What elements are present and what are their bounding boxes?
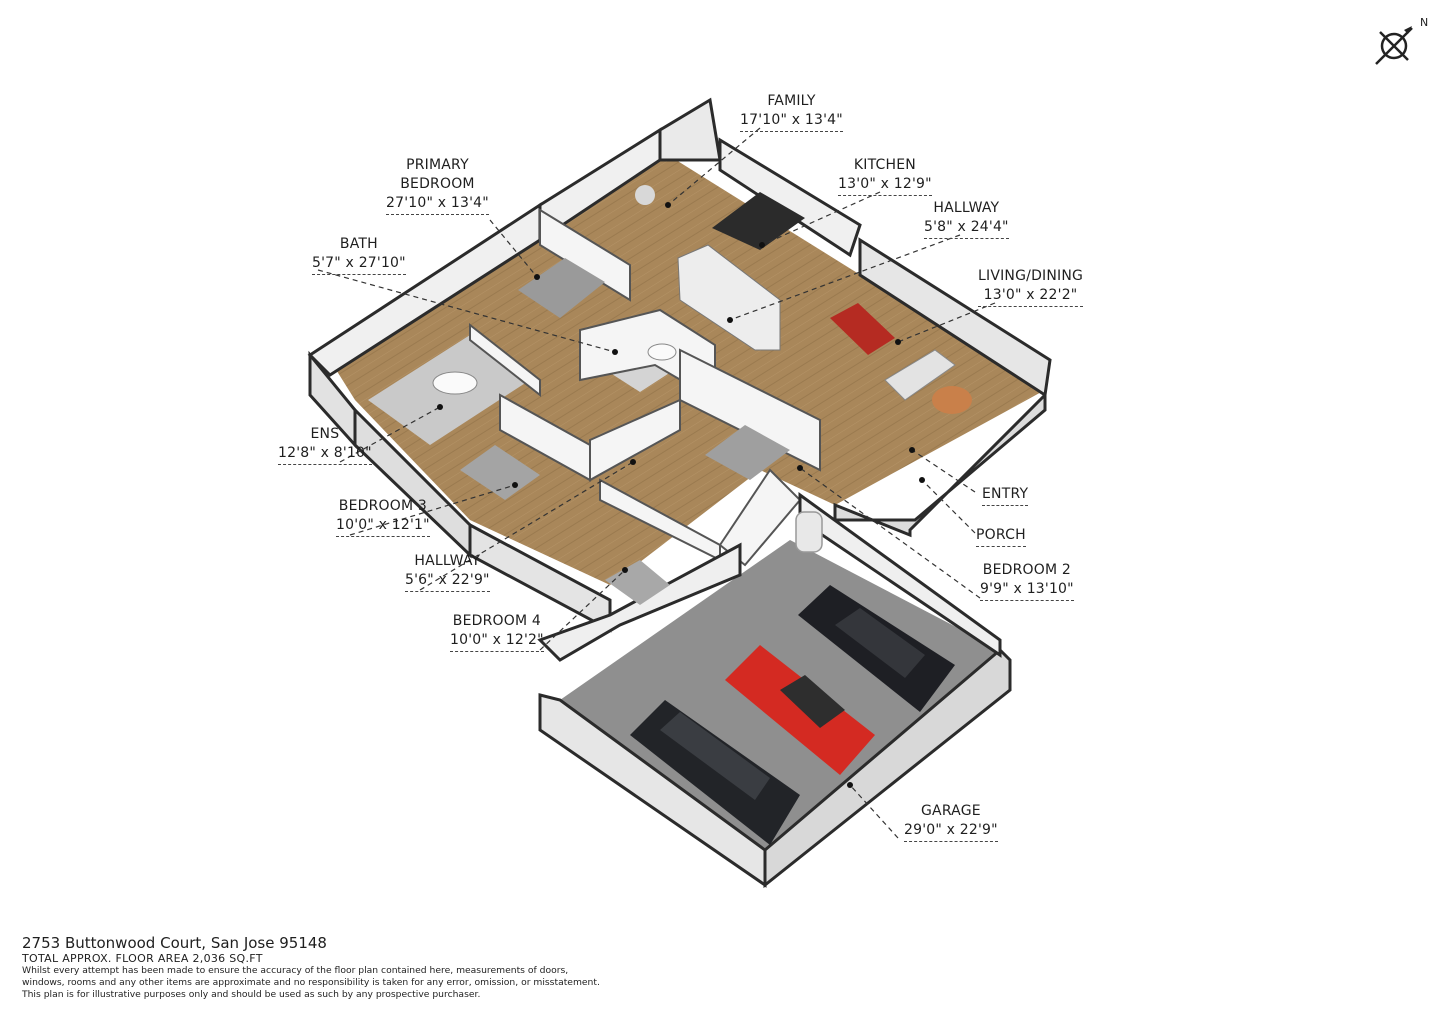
room-label-family: FAMILY 17'10" x 13'4" [740, 92, 843, 132]
bed-primary [518, 258, 605, 318]
footer: 2753 Buttonwood Court, San Jose 95148 TO… [22, 934, 642, 1001]
room-label-hallway-2: HALLWAY 5'6" x 22'9" [405, 552, 490, 592]
room-label-primary-bedroom: PRIMARY BEDROOM 27'10" x 13'4" [386, 156, 489, 215]
room-label-hallway-1: HALLWAY 5'8" x 24'4" [924, 199, 1009, 239]
tub-bath [647, 343, 677, 361]
kitchen-counter [712, 192, 805, 250]
compass: N [1372, 16, 1432, 66]
coffee-table [932, 386, 972, 414]
property-address: 2753 Buttonwood Court, San Jose 95148 [22, 934, 327, 952]
bed-bedroom-4 [605, 560, 670, 605]
room-label-living-dining: LIVING/DINING 13'0" x 22'2" [978, 267, 1084, 307]
interior-walls [469, 208, 821, 567]
car-dark-suv [798, 585, 955, 712]
room-label-bedroom-3: BEDROOM 3 10'0" x 12'1" [336, 497, 430, 537]
total-floor-area: TOTAL APPROX. FLOOR AREA 2,036 SQ.FT [22, 952, 263, 965]
compass-icon [1375, 26, 1413, 65]
car-red-convertible [725, 645, 875, 775]
room-label-entry: ENTRY [982, 485, 1029, 506]
room-label-bedroom-4: BEDROOM 4 10'0" x 12'2" [450, 612, 544, 652]
furniture [432, 185, 972, 605]
room-label-ens: ENS 12'8" x 8'10" [278, 425, 372, 465]
room-label-porch: PORCH [976, 526, 1026, 547]
bed-bedroom-2 [705, 425, 790, 480]
kitchen-island [677, 244, 781, 351]
dining-table [830, 303, 895, 355]
leader-dots [437, 202, 925, 788]
disclaimer-line-3: This plan is for illustrative purposes o… [22, 989, 481, 1000]
compass-north-label: N [1420, 16, 1429, 29]
disclaimer-line-1: Whilst every attempt has been made to en… [22, 965, 569, 976]
leader-lines [317, 127, 996, 839]
room-label-bedroom-2: BEDROOM 2 9'9" x 13'10" [980, 561, 1074, 601]
bed-bedroom-3 [460, 445, 540, 500]
disclaimer-line-2: windows, rooms and any other items are a… [22, 977, 600, 988]
chair [635, 185, 655, 205]
sofa [884, 349, 956, 401]
car-black-suv [630, 700, 800, 845]
room-label-bath: BATH 5'7" x 27'10" [312, 235, 406, 275]
room-label-garage: GARAGE 29'0" x 22'9" [904, 802, 998, 842]
water-heater [795, 511, 823, 553]
house-walls [307, 97, 1052, 633]
room-label-kitchen: KITCHEN 13'0" x 12'9" [838, 156, 932, 196]
bathtub [432, 371, 478, 395]
